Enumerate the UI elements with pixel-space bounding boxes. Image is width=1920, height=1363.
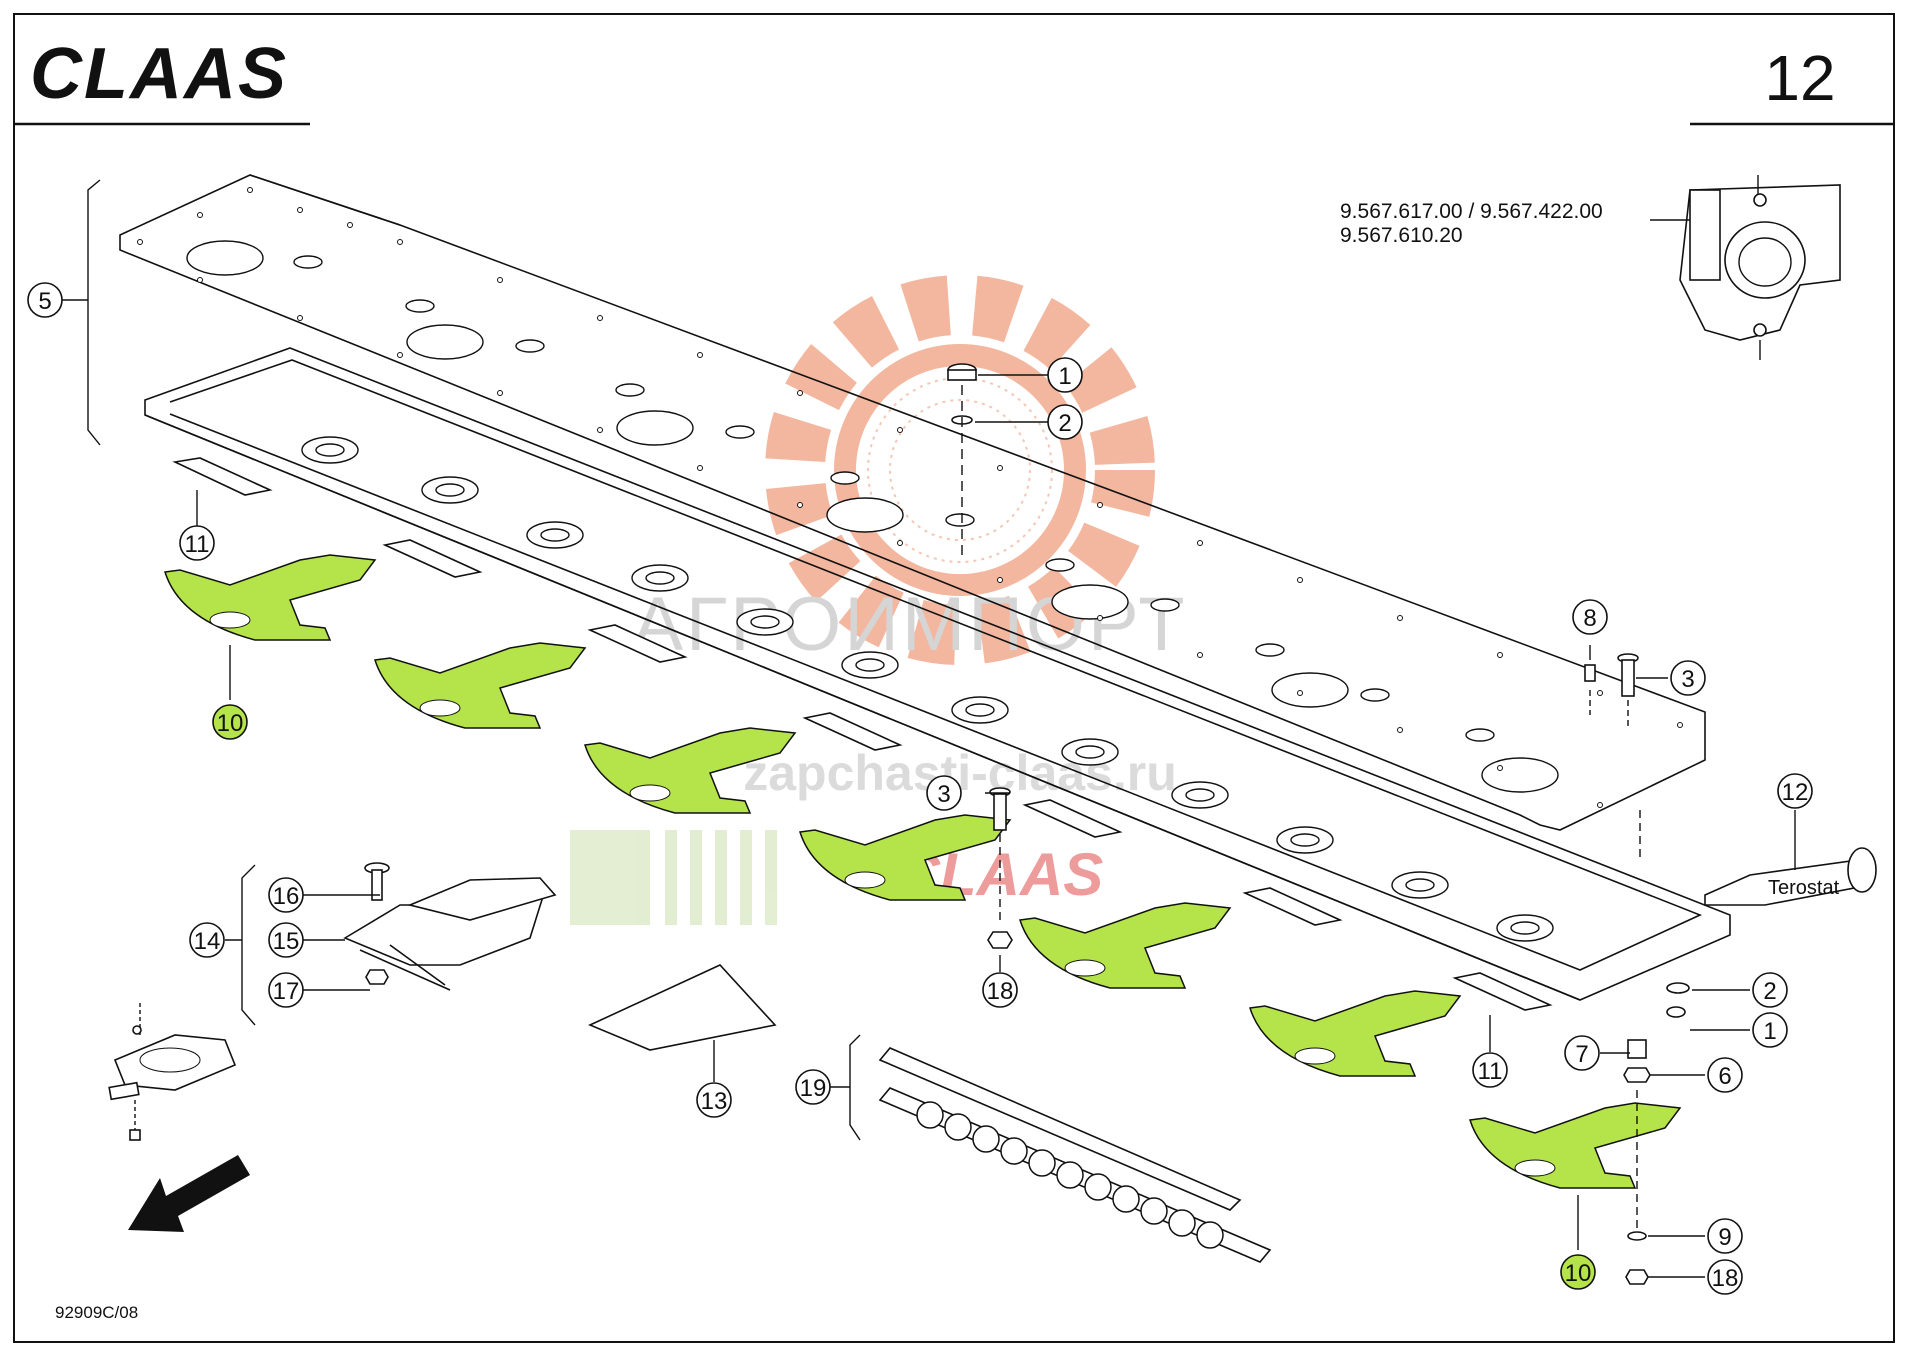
page-number: 12 [1764, 42, 1835, 114]
brand-logo: CLAAS [30, 34, 288, 114]
callout-11-strip-left: 11 [179, 525, 215, 561]
cutter-bar-top-plate [119, 174, 1706, 831]
svg-text:8: 8 [1583, 605, 1596, 632]
travel-direction-arrow-icon [128, 1155, 250, 1232]
svg-text:1: 1 [1058, 363, 1071, 390]
svg-text:2: 2 [1058, 410, 1071, 437]
callout-3-bolt-right: 3 [1670, 660, 1706, 696]
callout-18-nut-right: 18 [1707, 1259, 1743, 1295]
hardware: Terostat [947, 363, 1877, 1285]
callout-5-top-plate: 5 [27, 282, 63, 318]
plate-bolt-holes [137, 187, 1683, 808]
callout-14-guard-assembly: 14 [189, 922, 225, 958]
svg-text:12: 12 [1782, 779, 1809, 806]
callout-2-washer-right: 2 [1752, 972, 1788, 1008]
knife-bar [878, 1047, 1272, 1263]
svg-text:16: 16 [273, 883, 300, 910]
svg-text:1: 1 [1763, 1018, 1776, 1045]
terostat-tube: Terostat [1704, 847, 1877, 906]
callout-1-plug: 1 [1047, 357, 1083, 393]
callout-10-skid-left: 10 [212, 704, 248, 740]
callout-17-nut: 17 [268, 972, 304, 1008]
callout-3-bolt-middle: 3 [926, 775, 962, 811]
callout-19-knife-bar: 19 [795, 1069, 831, 1105]
svg-text:11: 11 [185, 531, 210, 558]
sheet-frame [13, 13, 1895, 1343]
svg-text:11: 11 [1478, 1058, 1503, 1085]
svg-text:3: 3 [937, 781, 950, 808]
svg-text:15: 15 [273, 928, 300, 955]
svg-text:19: 19 [800, 1075, 827, 1102]
callout-13-cover-plate: 13 [696, 1082, 732, 1118]
cutter-bar-lower-frame [144, 347, 1731, 1001]
leader-lines [196, 374, 1796, 1278]
skid-shoes [164, 554, 1682, 1189]
knife-sections [916, 1101, 1224, 1249]
callouts: 1 2 5 11 10 8 3 3 12 16 14 15 17 18 2 1 … [27, 282, 1813, 1295]
spacer-strips [172, 457, 1553, 1011]
svg-text:5: 5 [38, 288, 51, 315]
svg-text:7: 7 [1575, 1041, 1588, 1068]
cutter-disc-detail [108, 1000, 237, 1141]
skid-shoe [584, 727, 797, 814]
reference-line-2: 9.567.610.20 [1340, 224, 1463, 247]
drawing-code: 92909C/08 [55, 1303, 138, 1322]
svg-text:18: 18 [1712, 1265, 1739, 1292]
svg-text:6: 6 [1718, 1063, 1731, 1090]
svg-text:10: 10 [217, 710, 244, 737]
callout-2-washer: 2 [1047, 404, 1083, 440]
svg-text:14: 14 [194, 928, 221, 955]
reference-line-1: 9.567.617.00 / 9.567.422.00 [1340, 200, 1603, 223]
callout-7-spacer: 7 [1564, 1035, 1600, 1071]
guard-assembly [343, 862, 557, 991]
skid-shoe [1469, 1102, 1682, 1189]
svg-text:18: 18 [987, 978, 1014, 1005]
tube-label: Terostat [1768, 877, 1840, 899]
callout-8-pin: 8 [1572, 599, 1608, 635]
callout-11-strip-right: 11 [1472, 1052, 1508, 1088]
svg-text:2: 2 [1763, 978, 1776, 1005]
skid-shoe [1249, 990, 1462, 1077]
callout-6-nut: 6 [1707, 1057, 1743, 1093]
skid-shoe [799, 814, 1012, 901]
callout-16-bolt: 16 [268, 877, 304, 913]
callout-18-nut-middle: 18 [982, 972, 1018, 1008]
skid-shoe [164, 554, 377, 641]
svg-text:10: 10 [1565, 1260, 1592, 1287]
svg-text:17: 17 [273, 978, 300, 1005]
cover-plate [588, 964, 777, 1051]
callout-12-sealant: 12 [1777, 773, 1813, 809]
svg-text:13: 13 [701, 1088, 728, 1115]
callout-10-skid-right: 10 [1560, 1254, 1596, 1290]
callout-9-washer: 9 [1707, 1218, 1743, 1254]
callout-15-guard: 15 [268, 922, 304, 958]
svg-text:3: 3 [1681, 666, 1694, 693]
grouping-brackets [60, 179, 861, 1141]
skid-shoe [1019, 902, 1232, 989]
inset-detail: 9.567.617.00 / 9.567.422.00 9.567.610.20 [1340, 175, 1841, 360]
watermark-logo-block [570, 830, 650, 925]
svg-text:9: 9 [1718, 1224, 1731, 1251]
callout-1-plug-right: 1 [1752, 1012, 1788, 1048]
skid-shoe [374, 642, 587, 729]
